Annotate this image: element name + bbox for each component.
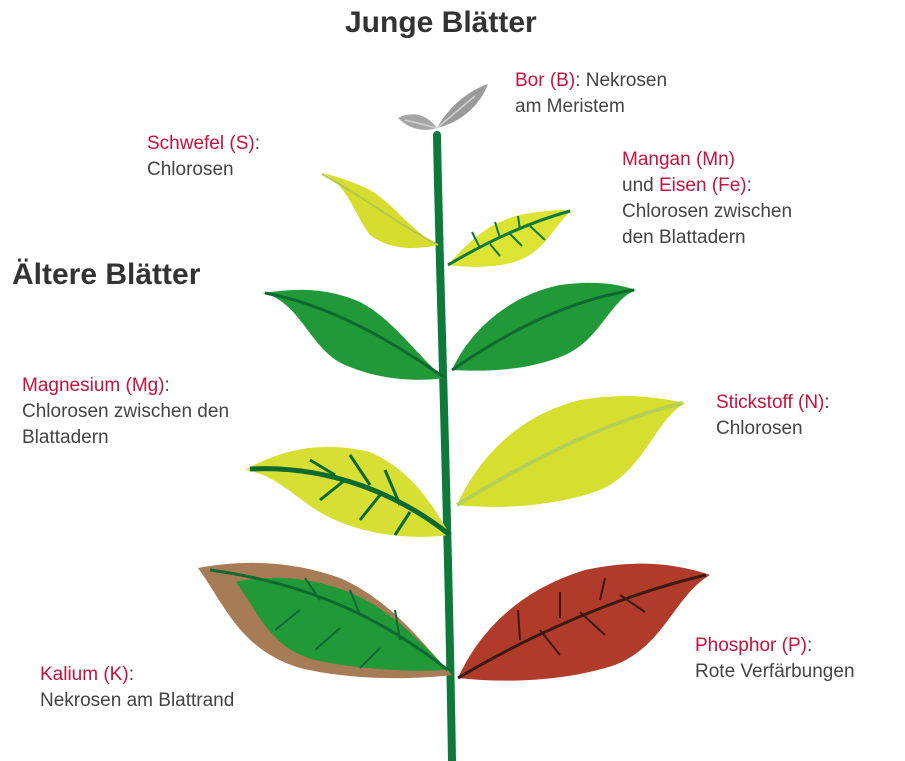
manganese-iron-leaf (448, 210, 572, 267)
element-name-bor: Bor (B) (515, 70, 575, 91)
heading-older-leaves: Ältere Blätter (12, 258, 200, 292)
label-schwefel-colon: : (255, 133, 260, 154)
element-name-magnesium: Magnesium (Mg) (22, 375, 165, 396)
label-bor-line1: : Nekrosen (575, 70, 667, 91)
label-mangan-colon: : (747, 175, 752, 196)
label-stickstoff-line2: Chlorosen (716, 418, 803, 439)
label-phosphor: Phosphor (P): Rote Verfärbungen (695, 633, 855, 685)
label-phosphor-colon: : (807, 635, 812, 656)
label-kalium: Kalium (K): Nekrosen am Blattrand (40, 662, 234, 714)
heading-young-leaves: Junge Blätter (345, 6, 537, 40)
element-name-mangan: Mangan (Mn) (622, 149, 735, 170)
label-bor: Bor (B): Nekrosen am Meristem (515, 68, 667, 120)
label-stickstoff-colon: : (824, 392, 829, 413)
element-name-eisen: Eisen (Fe) (659, 175, 747, 196)
label-magnesium-line3: Blattadern (22, 427, 109, 448)
label-kalium-line2: Nekrosen am Blattrand (40, 690, 234, 711)
label-mangan-line4: den Blattadern (622, 227, 746, 248)
label-stickstoff: Stickstoff (N): Chlorosen (716, 390, 830, 442)
kalium-leaf (198, 563, 452, 678)
element-name-schwefel: Schwefel (S) (147, 133, 255, 154)
label-magnesium-colon: : (165, 375, 170, 396)
element-name-kalium: Kalium (K) (40, 664, 129, 685)
element-name-stickstoff: Stickstoff (N) (716, 392, 824, 413)
label-schwefel-line2: Chlorosen (147, 159, 234, 180)
boron-bud-leaves (398, 84, 488, 130)
healthy-leaf-right (452, 283, 636, 371)
magnesium-leaf (245, 447, 450, 537)
nitrogen-leaf (457, 396, 685, 507)
phosphor-leaf (458, 564, 710, 681)
label-phosphor-line2: Rote Verfärbungen (695, 661, 855, 682)
label-mangan-connector: und (622, 175, 659, 196)
sulfur-leaf (320, 172, 438, 248)
label-magnesium: Magnesium (Mg): Chlorosen zwischen den B… (22, 373, 229, 451)
label-magnesium-line2: Chlorosen zwischen den (22, 401, 229, 422)
label-schwefel: Schwefel (S): Chlorosen (147, 131, 260, 183)
healthy-leaf-left (262, 290, 445, 380)
label-bor-line2: am Meristem (515, 96, 625, 117)
label-mangan-line3: Chlorosen zwischen (622, 201, 792, 222)
element-name-phosphor: Phosphor (P) (695, 635, 807, 656)
label-kalium-colon: : (129, 664, 134, 685)
label-mangan-eisen: Mangan (Mn) und Eisen (Fe): Chlorosen zw… (622, 147, 792, 251)
